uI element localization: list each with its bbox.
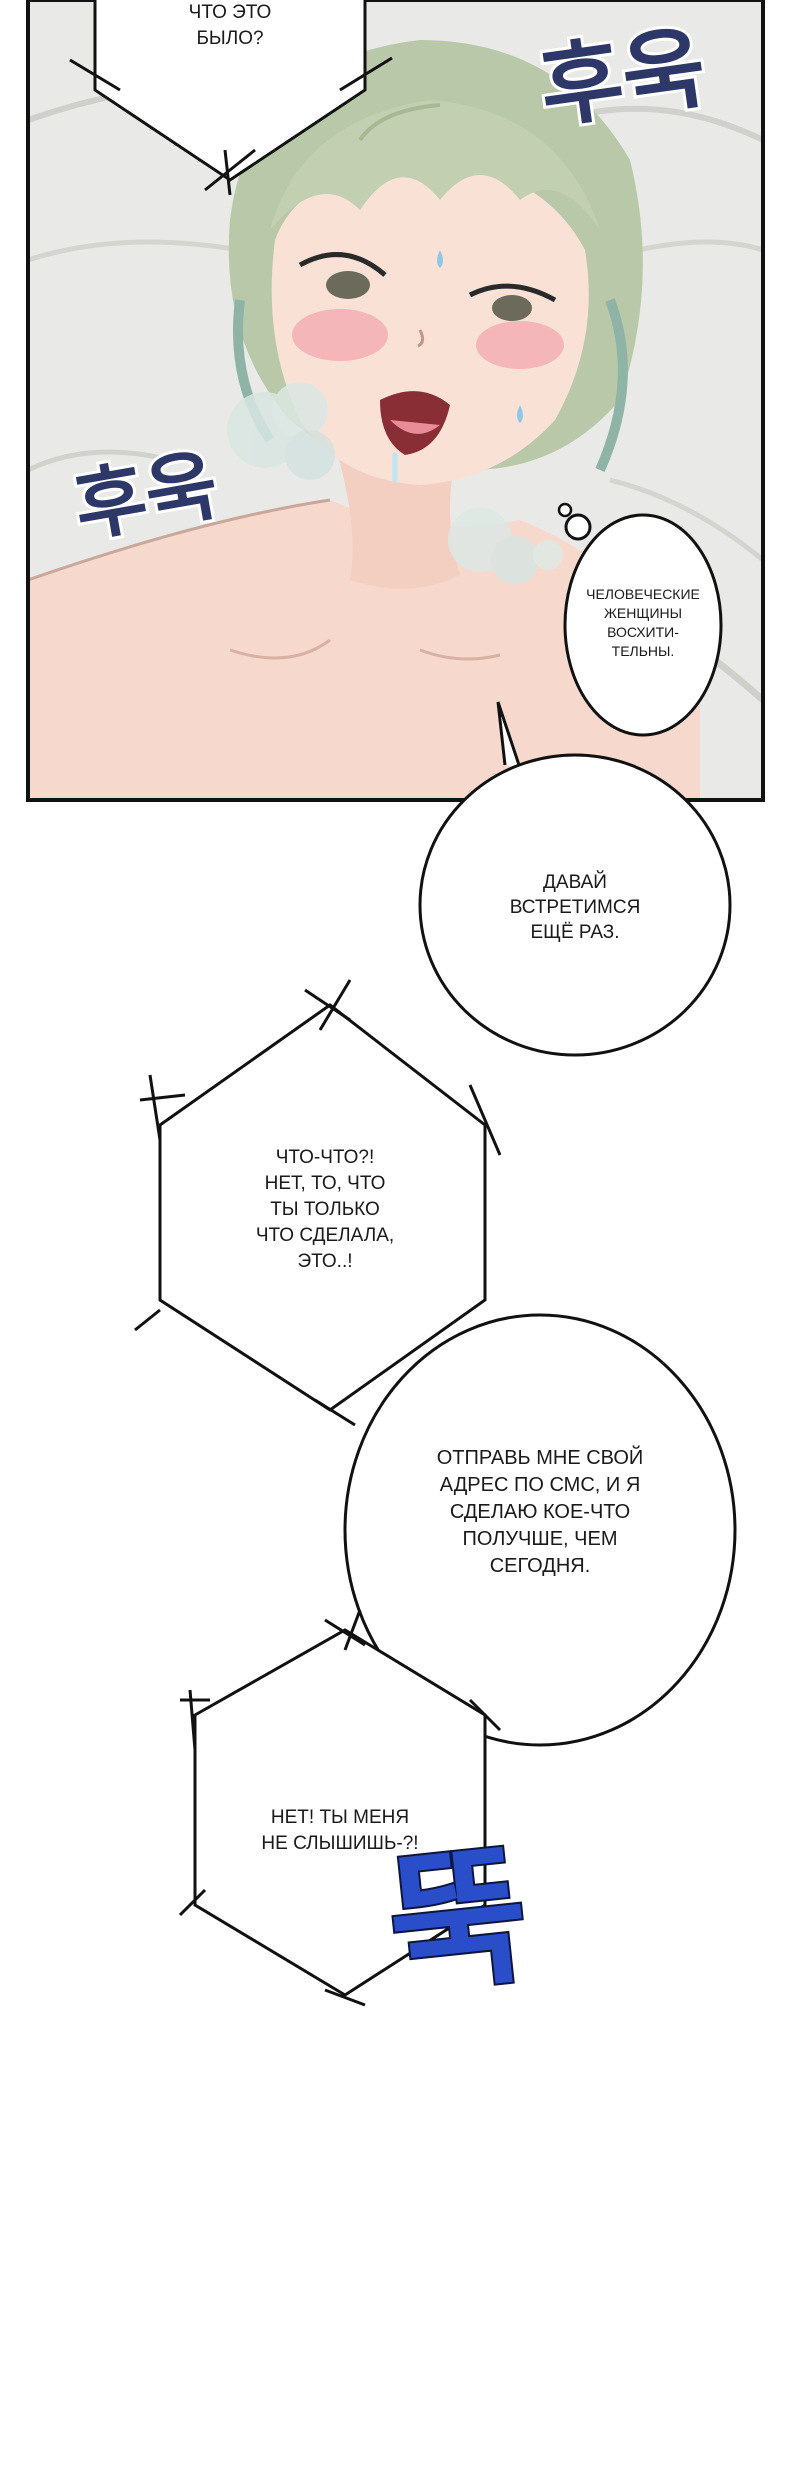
speech-bubble-hex-2 [193,1628,487,1997]
bubble-text-meet-again: ДАВАЙ ВСТРЕТИМСЯ ЕЩЁ РАЗ. [509,872,641,943]
bubble-text-no-hear: НЕТ! ТЫ МЕНЯ НЕ СЛЫШИШЬ-?! [261,1807,419,1854]
manga-panel: 후욱 후욱 [26,0,765,802]
bubble-text-send-address: ОТПРАВЬ МНЕ СВОЙ АДРЕС ПО СМС, И Я СДЕЛА… [436,1447,644,1577]
bubble-text-what-what: ЧТО-ЧТО?! НЕТ, ТО, ЧТО ТЫ ТОЛЬКО ЧТО СДЕ… [255,1147,395,1272]
sfx-ttuk: 뚝 [381,1828,536,2015]
sfx-huk-top: 후욱 [533,15,712,142]
speech-bubble-round [418,753,732,1057]
bubble-text-top: ЧТО ЭТО БЫЛО? [188,2,272,49]
speech-bubble-oval [343,1313,737,1747]
thought-text: ЧЕЛОВЕЧЕСКИЕ ЖЕНЩИНЫ ВОСХИТИ- ТЕЛЬНЫ. [586,586,700,659]
